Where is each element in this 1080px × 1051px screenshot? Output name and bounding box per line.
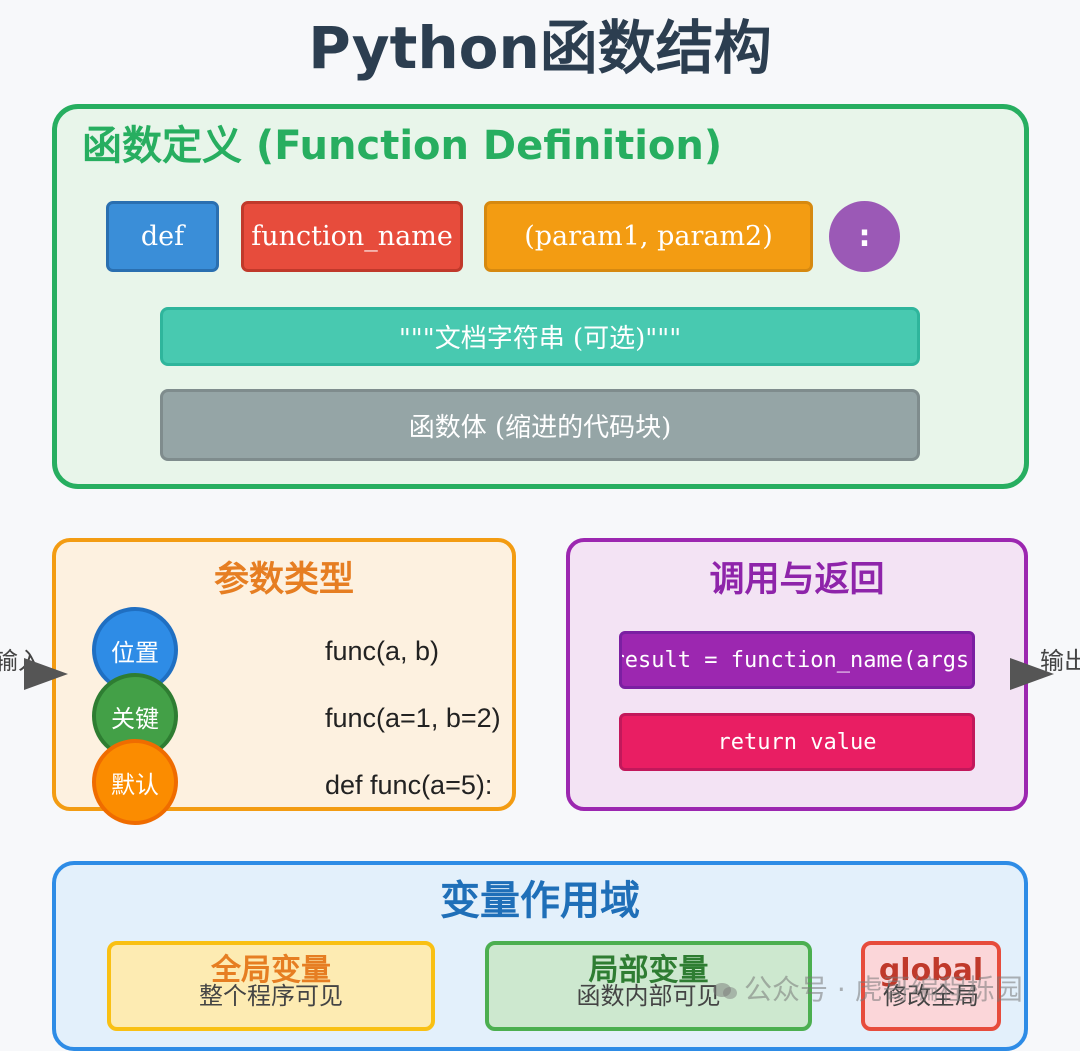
local-variable-desc: 函数内部可见 bbox=[576, 982, 721, 1010]
output-arrow-icon bbox=[1010, 658, 1054, 690]
positional-example: func(a, b) bbox=[325, 636, 440, 666]
watermark: 公众号 · 虎哥编程栎园 bbox=[712, 970, 1023, 1010]
colon-chip: : bbox=[829, 201, 900, 272]
params-chip: (param1, param2) bbox=[484, 201, 813, 272]
docstring-bar: """文档字符串 (可选)""" bbox=[160, 307, 920, 366]
keyword-example: func(a=1, b=2) bbox=[325, 703, 501, 733]
def-keyword-chip: def bbox=[106, 201, 219, 272]
default-example: def func(a=5): bbox=[325, 770, 493, 800]
default-param-bubble: 默认 bbox=[92, 739, 178, 825]
global-keyword-card: global 修改全局 bbox=[861, 941, 1001, 1031]
global-variable-desc: 整个程序可见 bbox=[199, 982, 343, 1010]
call-expression-chip: result = function_name(args) bbox=[619, 631, 975, 689]
page-title: Python函数结构 bbox=[308, 14, 772, 82]
keyword-param-bubble: 关键 bbox=[92, 673, 178, 759]
return-statement-chip: return value bbox=[619, 713, 975, 771]
wechat-icon bbox=[713, 983, 737, 999]
function-body-bar: 函数体 (缩进的代码块) bbox=[160, 389, 920, 461]
params-title: 参数类型 bbox=[213, 560, 354, 600]
global-variable-card: 全局变量 整个程序可见 bbox=[107, 941, 435, 1031]
scope-title: 变量作用域 bbox=[440, 878, 640, 924]
call-return-title: 调用与返回 bbox=[709, 560, 885, 600]
local-variable-card: 局部变量 函数内部可见 bbox=[485, 941, 812, 1031]
function-name-chip: function_name bbox=[241, 201, 463, 272]
local-variable-title: 局部变量 bbox=[588, 953, 709, 988]
global-variable-title: 全局变量 bbox=[211, 953, 331, 988]
watermark-text: 公众号 · 虎哥编程栎园 bbox=[744, 973, 1023, 1006]
global-keyword-title: global bbox=[878, 953, 984, 988]
output-label: 输出 bbox=[1040, 647, 1080, 675]
definition-title: 函数定义 (Function Definition) bbox=[82, 123, 723, 169]
input-arrow-icon bbox=[24, 658, 68, 690]
global-keyword-desc: 修改全局 bbox=[883, 982, 979, 1010]
